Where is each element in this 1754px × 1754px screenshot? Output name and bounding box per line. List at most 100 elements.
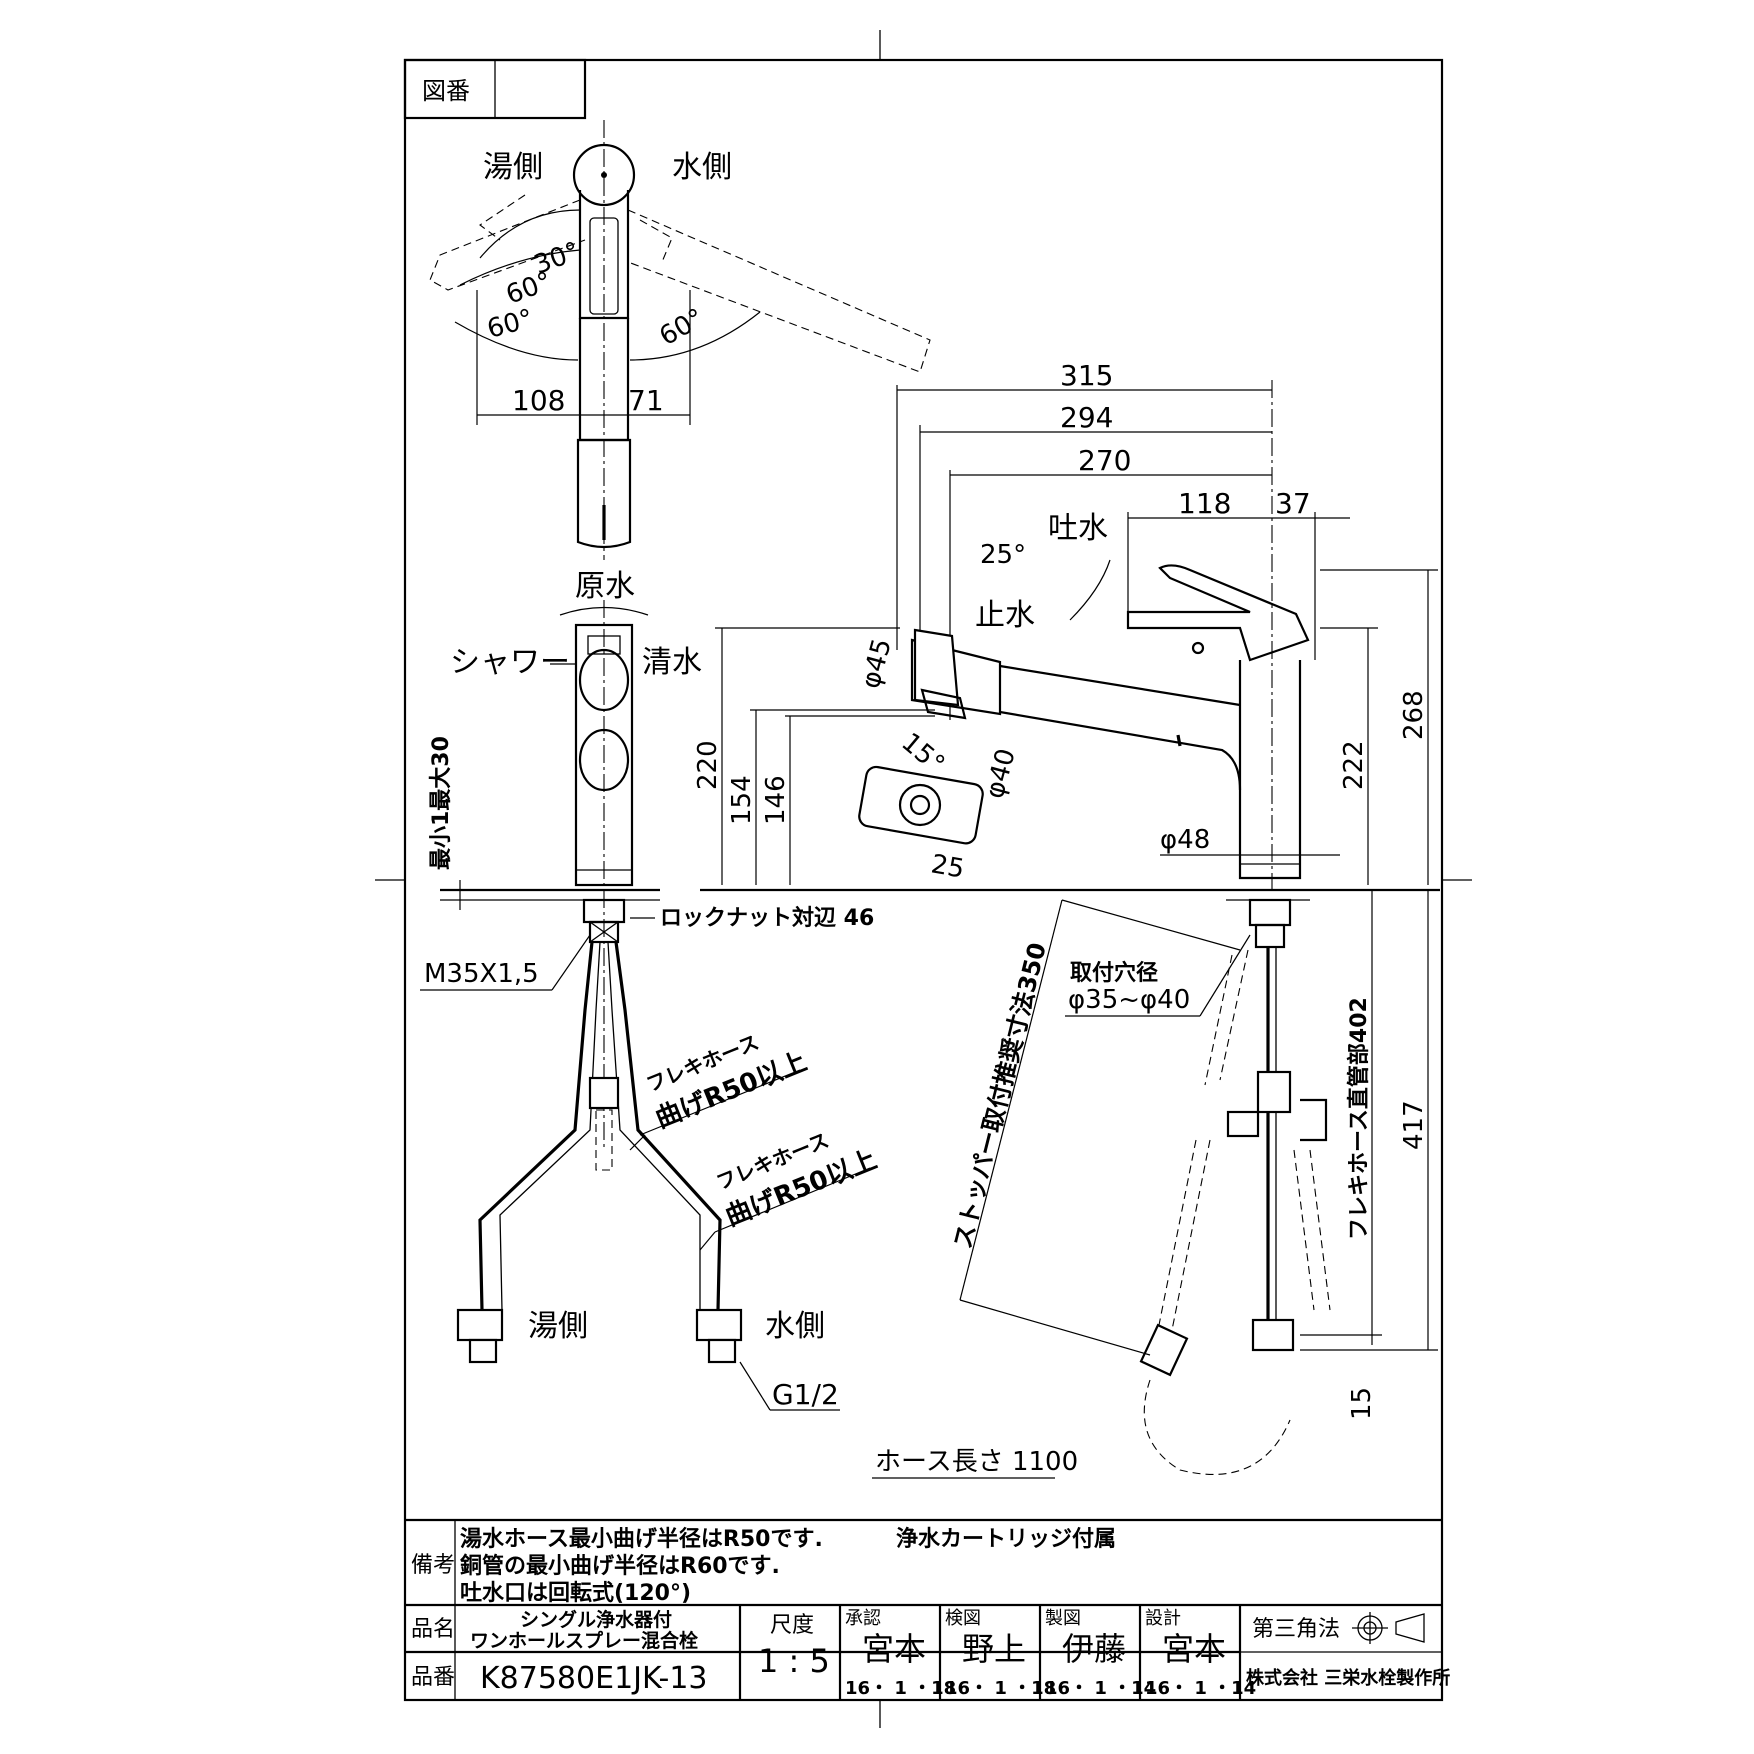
cold-fitting — [695, 1308, 743, 1342]
title-block: 備考 湯水ホース最小曲げ半径はR50です. 銅管の最小曲げ半径はR60です. 吐… — [405, 1518, 1450, 1700]
spray-face-ring — [898, 783, 942, 827]
approval-name: 宮本 — [862, 1630, 926, 1668]
thread-shank — [588, 920, 620, 944]
front-min-max: 最小1最大30 — [429, 736, 454, 870]
front-g-thread: G1/2 — [772, 1378, 839, 1411]
shower-hose-mid — [1155, 1139, 1211, 1341]
remark-3: 吐水口は回転式(120°) — [460, 1580, 691, 1606]
center-connector — [588, 1076, 620, 1110]
arc-30 — [479, 209, 581, 259]
mount-hole-leader — [1199, 934, 1251, 1017]
spray-face — [858, 765, 984, 845]
side-dim-15: 15 — [1347, 1387, 1377, 1420]
hot-fitting — [456, 1308, 504, 1342]
rotated-lever-right — [639, 219, 673, 263]
hot-hose-inner — [499, 941, 601, 1311]
side-locknut — [1248, 898, 1292, 927]
flex-note-2-leader — [699, 1231, 716, 1251]
g-thread-leader — [739, 1361, 771, 1411]
hose-coupling — [1226, 1110, 1260, 1138]
arc-60a — [459, 249, 581, 286]
front-lever-cap — [587, 635, 621, 655]
elbow-fitting — [1300, 1098, 1328, 1142]
lever-slot — [589, 217, 619, 315]
lever-knob — [572, 143, 636, 207]
number-label: 品番 — [411, 1665, 455, 1690]
top-angle-60c: 60° — [655, 303, 710, 352]
projection-label: 第三角法 — [1252, 1617, 1340, 1642]
draft-name: 伊藤 — [1062, 1630, 1126, 1668]
front-raw-water: 原水 — [575, 569, 635, 604]
front-body — [574, 623, 634, 887]
front-hot-side: 湯側 — [528, 1309, 588, 1344]
front-handle-oval — [578, 728, 630, 792]
front-purified: 清水 — [642, 645, 702, 680]
draft-label: 製図 — [1045, 1608, 1081, 1629]
spout-arm-mark — [1176, 734, 1182, 747]
arc-60b — [454, 321, 579, 361]
side-lever — [1126, 564, 1310, 662]
scale-label: 尺度 — [770, 1613, 814, 1638]
stopper-ext-top — [1061, 899, 1241, 951]
remarks-label: 備考 — [411, 1553, 455, 1578]
rotated-lever-left — [479, 194, 526, 241]
front-selector — [578, 648, 630, 712]
check-date: 16・ 1 ・18 — [945, 1678, 1056, 1699]
top-dim-71: 71 — [628, 384, 664, 417]
flex-note-2-underline — [714, 1167, 871, 1233]
spray-face-center — [909, 794, 931, 816]
front-shower: シャワー — [450, 645, 570, 680]
third-angle-symbol-icon — [1352, 1612, 1425, 1644]
lever-body — [578, 190, 630, 320]
top-angle-60b: 60° — [484, 304, 536, 345]
scale-value: 1 : 5 — [758, 1642, 830, 1680]
hose-length: ホース長さ 1100 — [875, 1447, 1078, 1477]
hose-loop — [1143, 1379, 1291, 1475]
product-number: K87580E1JK-13 — [480, 1661, 708, 1696]
product-name-1: シングル浄水器付 — [520, 1608, 672, 1631]
mount-hole-label: 取付穴径 — [1070, 960, 1158, 986]
flex-straight: フレキホース直管部402 — [1346, 997, 1372, 1240]
company-name: 株式会社 三栄水栓製作所 — [1246, 1667, 1450, 1689]
stopper-ext-bottom — [959, 1299, 1151, 1356]
top-dim-108: 108 — [512, 384, 565, 417]
front-thread: M35X1,5 — [424, 959, 539, 989]
design-label: 設計 — [1145, 1608, 1181, 1629]
hot-fitting-nut — [468, 1338, 498, 1364]
center-hose — [595, 1109, 613, 1171]
side-shank — [1254, 923, 1286, 949]
spray-head — [910, 638, 1002, 716]
spray-tip — [920, 688, 967, 720]
top-hot-side: 湯側 — [483, 150, 543, 185]
accessory-note: 浄水カートリッジ付属 — [896, 1526, 1116, 1552]
remark-2: 銅管の最小曲げ半径はR60です. — [460, 1553, 780, 1579]
cold-hose — [614, 941, 722, 1311]
side-dim-268: 268 — [1399, 690, 1429, 740]
flex-note-1-leader — [629, 1134, 646, 1151]
front-view: 原水 シャワー 清水 最小1最大30 ロックナット対辺 46 M35X1,5 — [420, 569, 881, 1411]
pipe-joint — [1256, 1070, 1292, 1114]
draft-date: 16・ 1 ・14 — [1045, 1678, 1156, 1699]
side-dim-146: 146 — [761, 775, 791, 825]
stopper-dim: ストッパー取付推奨寸法350 — [949, 940, 1052, 1252]
side-bottom-fitting — [1251, 1318, 1295, 1352]
hot-hose — [478, 941, 594, 1311]
design-date: 16・ 1 ・14 — [1145, 1678, 1256, 1699]
side-dim-37: 37 — [1275, 487, 1311, 520]
cold-hose-inner — [607, 941, 701, 1310]
spray-nozzle — [913, 628, 960, 707]
side-dim-294: 294 — [1060, 401, 1113, 434]
stopper-dim-line — [959, 899, 1063, 1301]
lever-center — [601, 172, 607, 178]
side-spout: 吐水 — [1048, 511, 1108, 546]
raw-water-arc — [559, 606, 649, 616]
side-dim-222: 222 — [1339, 740, 1369, 790]
approval-date: 16・ 1 ・18 — [845, 1678, 956, 1699]
product-name-2: ワンホールスプレー混合栓 — [470, 1629, 698, 1652]
rotated-spout-right — [627, 209, 931, 373]
cold-fitting-nut — [707, 1338, 737, 1364]
hose-weight — [1139, 1323, 1189, 1377]
side-dim-315: 315 — [1060, 359, 1113, 392]
arc-60c — [629, 311, 761, 361]
